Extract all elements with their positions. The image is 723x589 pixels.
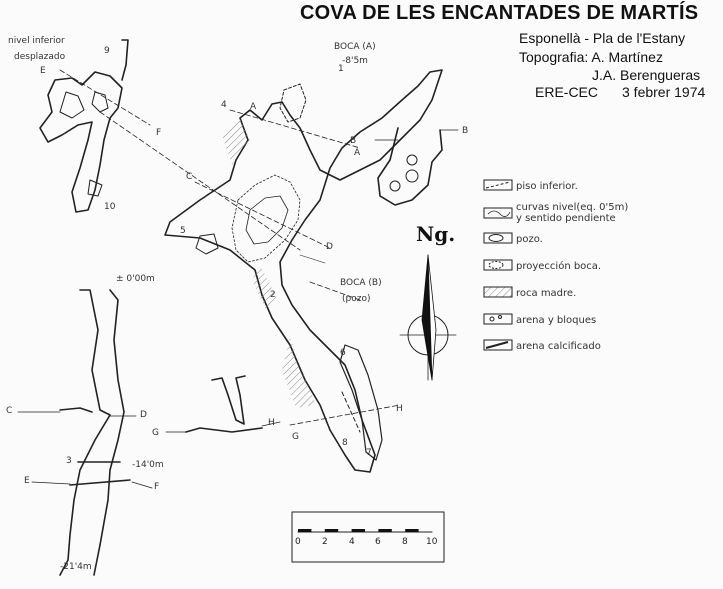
entrance-b-note: (pozo)	[342, 294, 371, 304]
point-number: 7	[366, 448, 372, 458]
section-letter: B	[462, 126, 469, 136]
point-number: 8	[342, 438, 348, 448]
vertical-section-profile	[59, 289, 131, 576]
entrance-a-depth: -8'5m	[342, 56, 368, 66]
depth-14-label: -14'0m	[132, 460, 164, 470]
survey-date: 3 febrer 1974	[622, 84, 706, 100]
section-letter: A	[354, 148, 361, 158]
topography-credit-1: Topografia: A. Martínez	[519, 49, 663, 65]
scale-tick-label: 8	[402, 537, 408, 547]
legend-item: arena calcificado	[516, 338, 601, 354]
legend-label: pozo.	[516, 233, 543, 245]
north-arrow	[399, 254, 457, 381]
displaced-label: desplazado	[14, 52, 66, 62]
lower-level-gallery	[39, 39, 129, 213]
legend-item: proyección boca.	[516, 258, 601, 274]
point-number: 4	[221, 100, 227, 110]
legend-item: curvas nivel(eq. 0'5m) y sentido pendien…	[516, 202, 628, 228]
section-letter: E	[40, 66, 46, 76]
datum-zero-label: ± 0'00m	[116, 274, 155, 284]
entrance-a-label: BOCA (A)	[334, 42, 376, 52]
legend-label: proyección boca.	[516, 260, 602, 272]
scale-tick-label: 10	[426, 537, 438, 547]
north-label: Ng.	[416, 222, 456, 246]
section-g-h	[185, 375, 263, 433]
legend-item: piso inferior.	[516, 178, 578, 194]
legend-label: arena y bloques	[516, 314, 597, 326]
point-number: 3	[66, 456, 72, 466]
legend-item: pozo.	[516, 231, 543, 247]
section-letter: B	[350, 136, 357, 146]
legend-item: roca madre.	[516, 285, 576, 301]
legend-label: curvas nivel(eq. 0'5m)	[516, 202, 629, 213]
legend-item: arena y bloques	[516, 312, 596, 328]
point-number: 5	[180, 226, 186, 236]
section-a-b	[377, 127, 443, 206]
location-text: Esponellà - Pla de l'Estany	[519, 30, 686, 46]
section-lines	[59, 69, 401, 426]
section-letter: G	[292, 432, 299, 442]
section-letter: D	[326, 242, 333, 252]
legend-label: arena calcificado	[516, 340, 601, 352]
club-credit: ERE-CEC	[535, 84, 599, 100]
section-letter: C	[186, 172, 193, 182]
section-letter: H	[268, 418, 275, 428]
section-letter: F	[154, 482, 160, 492]
entrance-b-label: BOCA (B)	[340, 278, 382, 288]
legend-label: piso inferior.	[516, 180, 578, 192]
scale-tick-label: 0	[295, 537, 301, 547]
point-number: 1	[338, 64, 344, 74]
section-letter: D	[140, 410, 147, 420]
point-number: 2	[270, 290, 276, 300]
legend-label-2: y sentido pendiente	[516, 213, 616, 224]
lower-level-label: nivel inferior	[8, 36, 65, 46]
legend-label: roca madre.	[516, 287, 577, 299]
scale-tick-label: 4	[349, 537, 355, 547]
legend-symbols	[483, 179, 513, 351]
depth-21-label: -21'4m	[60, 562, 92, 572]
section-letter: G	[152, 428, 159, 438]
section-letter: E	[24, 476, 30, 486]
topography-credit-2: J.A. Berengueras	[592, 67, 701, 83]
bedrock-hatch	[222, 118, 316, 408]
scale-bar	[291, 511, 445, 563]
scale-tick-label: 2	[322, 537, 328, 547]
section-leaders	[17, 129, 459, 489]
point-number: 6	[340, 348, 346, 358]
section-letter: F	[156, 128, 162, 138]
point-number: 10	[104, 202, 116, 212]
section-letter: C	[6, 406, 13, 416]
main-cave-plan	[164, 69, 443, 473]
section-letter: H	[396, 404, 403, 414]
scale-tick-label: 6	[375, 537, 381, 547]
map-title: COVA DE LES ENCANTADES DE MARTÍS	[300, 2, 699, 24]
section-letter: A	[250, 102, 257, 112]
point-number: 9	[104, 46, 110, 56]
